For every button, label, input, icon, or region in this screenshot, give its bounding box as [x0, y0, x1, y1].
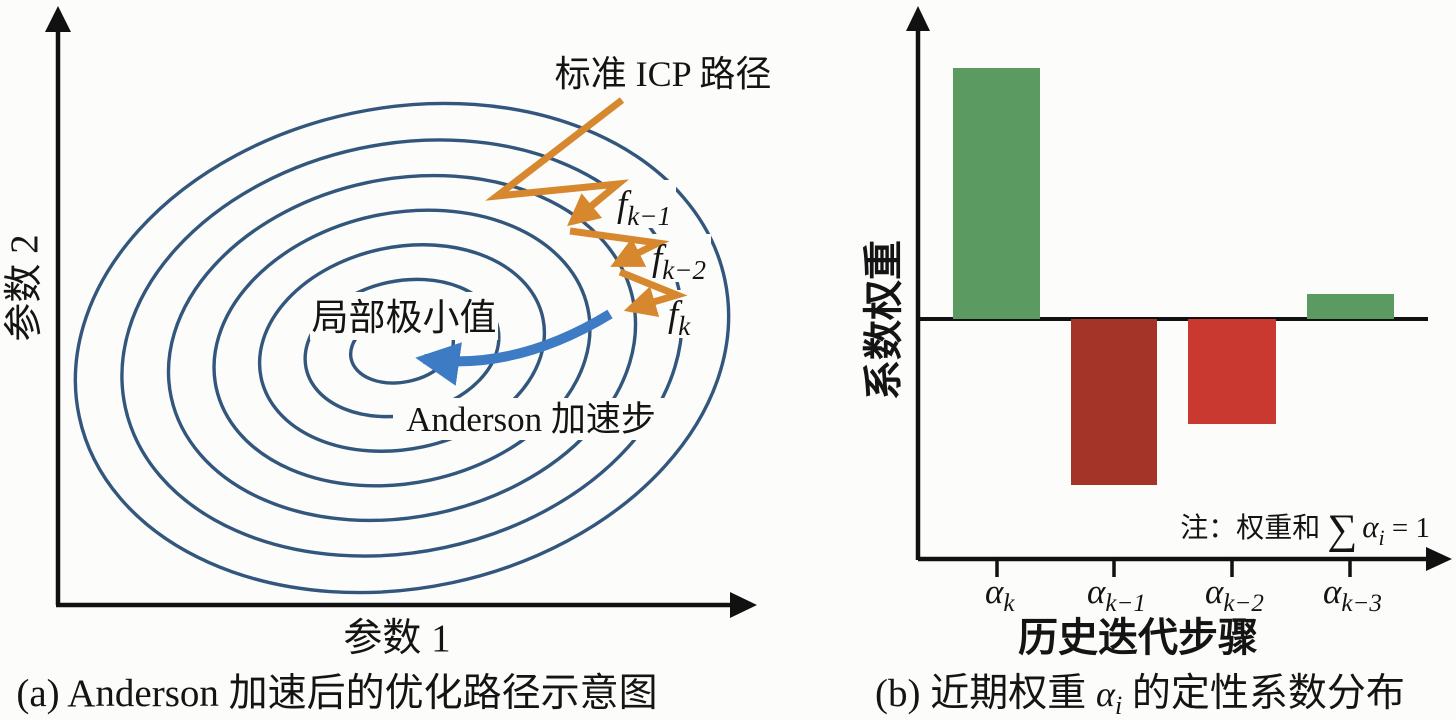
- icp-zigzag-segment-2: [569, 227, 670, 268]
- contour-ring-1: [73, 101, 731, 595]
- contour-ring-2: [120, 138, 684, 558]
- bar-alpha-k1: [1071, 319, 1157, 485]
- tick-label-alpha-k2: αk−2: [1205, 572, 1264, 617]
- icp-path-label: 标准 ICP 路径: [555, 54, 772, 94]
- weight-sum-note: 注：权重和 ∑αi = 1: [1180, 507, 1430, 553]
- contour-ring-4: [212, 208, 592, 488]
- contour-ring-5: [257, 243, 547, 453]
- panel-b-x-axis-arrowhead: [1426, 547, 1452, 571]
- tick-label-alpha-k: αk: [985, 572, 1015, 617]
- local-minimum-label: 局部极小值: [312, 297, 497, 339]
- panel-a-caption: (a) Anderson 加速后的优化路径示意图: [16, 672, 657, 715]
- bar-alpha-k3: [1307, 294, 1394, 319]
- anderson-step-label: Anderson 加速步: [406, 400, 656, 439]
- anderson-acceleration-arrow: [415, 309, 613, 386]
- panel-a-y-axis-label: 参数 2: [3, 234, 46, 341]
- icp-zigzag-segment-1: [485, 97, 630, 227]
- tick-label-alpha-k3: αk−3: [1323, 572, 1382, 617]
- panel-a-x-axis-label: 参数 1: [343, 617, 450, 660]
- panel-b-x-axis-label: 历史迭代步骤: [1018, 615, 1258, 660]
- icp-zigzag-segment-3: [618, 268, 688, 318]
- tick-label-alpha-k1: αk−1: [1087, 572, 1146, 617]
- panel-a: 标准 ICP 路径 局部极小值 Anderson 加速步 fk−1 fk−2 f…: [3, 6, 772, 715]
- panel-a-x-axis-arrowhead: [730, 592, 757, 618]
- bar-alpha-k: [953, 68, 1040, 319]
- panel-a-y-axis-arrowhead: [45, 6, 71, 32]
- f-k1-label-bg: [610, 180, 676, 228]
- icp-zigzag-path: [485, 97, 688, 318]
- panel-b-caption: (b) 近期权重 αi 的定性系数分布: [875, 672, 1405, 720]
- anderson-step-label-bg: [393, 398, 669, 440]
- contour-ellipses: [73, 101, 731, 595]
- bar-alpha-k2: [1188, 319, 1276, 424]
- local-minimum-label-bg: [310, 292, 498, 340]
- panel-b-y-axis-label: 系数权重: [861, 240, 906, 400]
- panel-b: αk αk−1 αk−2 αk−3 注：权重和 ∑αi = 1 系数权重 历史迭…: [861, 6, 1452, 720]
- panel-b-y-axis-arrowhead: [906, 6, 930, 31]
